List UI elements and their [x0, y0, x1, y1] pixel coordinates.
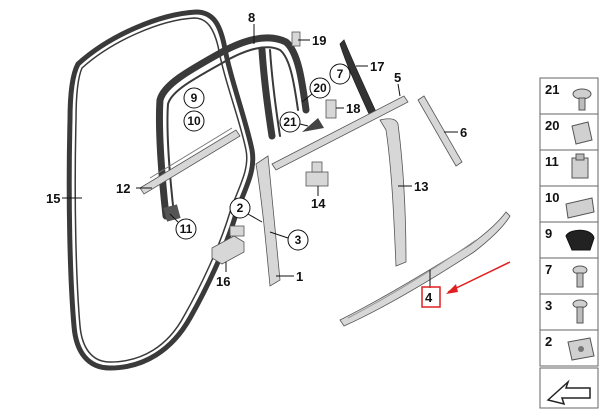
- circled-callout-20: 20: [309, 77, 331, 99]
- callout-19: 19: [312, 33, 326, 48]
- callout-4-highlight-box: [421, 286, 441, 308]
- svg-text:11: 11: [180, 222, 193, 236]
- screw-7-icon: [572, 265, 588, 288]
- legend-row-11: 11: [539, 149, 599, 187]
- legend-panel: 21 20 11 10: [539, 77, 599, 409]
- callout-14: 14: [311, 196, 326, 211]
- b-pillar-cover-1: [255, 155, 281, 287]
- lower-strip-4: [339, 211, 511, 327]
- clip-10-icon: [565, 197, 595, 219]
- circled-callout-9: 9: [183, 87, 205, 109]
- inner-strip-12: [139, 127, 241, 195]
- svg-text:20: 20: [545, 118, 559, 133]
- direction-arrow-box: [539, 367, 599, 409]
- svg-text:3: 3: [545, 298, 552, 313]
- push-rivet-icon: [572, 88, 592, 111]
- callout-12: 12: [116, 181, 130, 196]
- circled-callout-7: 7: [329, 63, 351, 85]
- wedge-piece: [302, 118, 324, 132]
- rubber-buffer-icon: [565, 229, 595, 251]
- svg-text:2: 2: [545, 334, 552, 349]
- highlight-arrow-icon: [446, 261, 511, 294]
- legend-row-20: 20: [539, 113, 599, 151]
- trim-6: [417, 95, 463, 167]
- svg-text:20: 20: [313, 81, 327, 95]
- legend-row-2: 2: [539, 329, 599, 367]
- svg-text:3: 3: [295, 233, 302, 247]
- callout-15: 15: [46, 191, 60, 206]
- svg-text:7: 7: [545, 262, 552, 277]
- svg-text:21: 21: [283, 115, 297, 129]
- pillar-strip-13: [379, 118, 407, 267]
- callout-8: 8: [248, 10, 255, 25]
- svg-text:21: 21: [545, 82, 559, 97]
- callout-1: 1: [296, 269, 303, 284]
- legend-row-21: 21: [539, 77, 599, 115]
- circled-callout-21: 21: [279, 111, 301, 133]
- svg-text:10: 10: [545, 190, 559, 205]
- part-18: [325, 99, 337, 119]
- callout-6: 6: [460, 125, 467, 140]
- legend-row-10: 10: [539, 185, 599, 223]
- circled-callout-11: 11: [175, 218, 197, 240]
- svg-text:9: 9: [191, 91, 198, 105]
- circled-callout-2: 2: [229, 197, 251, 219]
- direction-arrow-icon: [546, 379, 591, 406]
- callout-17: 17: [370, 59, 384, 74]
- clip-14: [305, 161, 329, 187]
- retainer-clip-icon: [571, 153, 589, 179]
- legend-row-7: 7: [539, 257, 599, 295]
- svg-text:9: 9: [545, 226, 552, 241]
- svg-text:10: 10: [187, 114, 201, 128]
- nut-clip-icon: [567, 337, 595, 361]
- svg-text:11: 11: [545, 154, 559, 169]
- callout-13: 13: [414, 179, 428, 194]
- callout-5: 5: [394, 70, 401, 85]
- circled-callout-10: 10: [183, 110, 205, 132]
- trim-5: [271, 95, 409, 171]
- screw-3-icon: [572, 299, 588, 324]
- circled-callout-3: 3: [287, 229, 309, 251]
- legend-row-3: 3: [539, 293, 599, 331]
- svg-text:7: 7: [337, 67, 344, 81]
- spring-clip-icon: [571, 121, 593, 145]
- door-seal-15: [66, 9, 256, 371]
- callout-18: 18: [346, 101, 360, 116]
- callout-16: 16: [216, 274, 230, 289]
- part-19: [291, 31, 301, 47]
- bracket-16: [211, 225, 245, 265]
- svg-text:2: 2: [237, 201, 244, 215]
- window-frame-8: [155, 34, 310, 222]
- legend-row-9: 9: [539, 221, 599, 259]
- callout-4: 4: [425, 290, 433, 305]
